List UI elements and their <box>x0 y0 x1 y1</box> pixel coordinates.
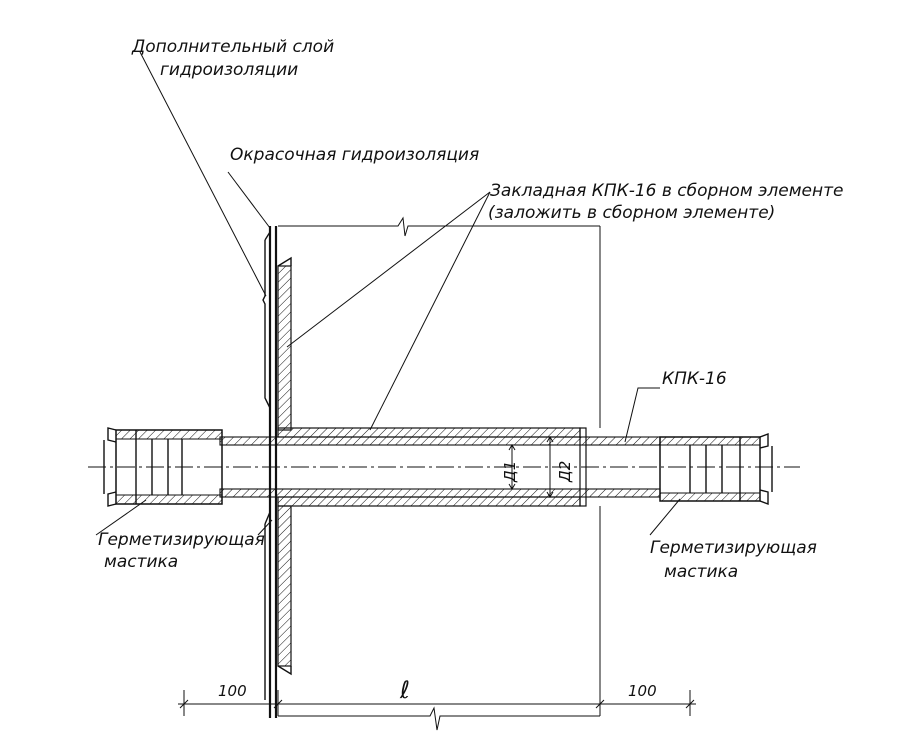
label-extra-layer-2: гидроизоляции <box>160 60 298 80</box>
label-sealant-left-2: мастика <box>104 552 178 572</box>
label-embedded-1: Закладная КПК-16 в сборном элементе <box>490 181 843 201</box>
label-embedded-2: (заложить в сборном элементе) <box>488 203 775 223</box>
label-d2: Д2 <box>556 461 574 483</box>
precast-element-outline <box>278 216 601 731</box>
dimension-right: 100 <box>628 682 657 700</box>
left-coupling <box>103 427 223 507</box>
label-kpk: КПК-16 <box>662 369 727 389</box>
dimension-middle: ℓ <box>399 676 410 704</box>
flange-plate <box>277 256 292 676</box>
label-sealant-left-1: Герметизирующая <box>98 530 265 550</box>
label-extra-layer-1: Дополнительный слой <box>131 37 334 57</box>
label-paint-waterproofing: Окрасочная гидроизоляция <box>230 145 479 165</box>
dimension-line <box>178 690 696 716</box>
diameter-markers <box>508 436 554 498</box>
leader-lines <box>95 51 681 536</box>
label-sealant-right-2: мастика <box>664 562 738 582</box>
dimension-left: 100 <box>218 682 247 700</box>
label-d1: Д1 <box>501 461 519 483</box>
label-sealant-right-1: Герметизирующая <box>650 538 817 558</box>
wall-waterproofing <box>262 226 278 718</box>
right-coupling <box>659 432 773 506</box>
